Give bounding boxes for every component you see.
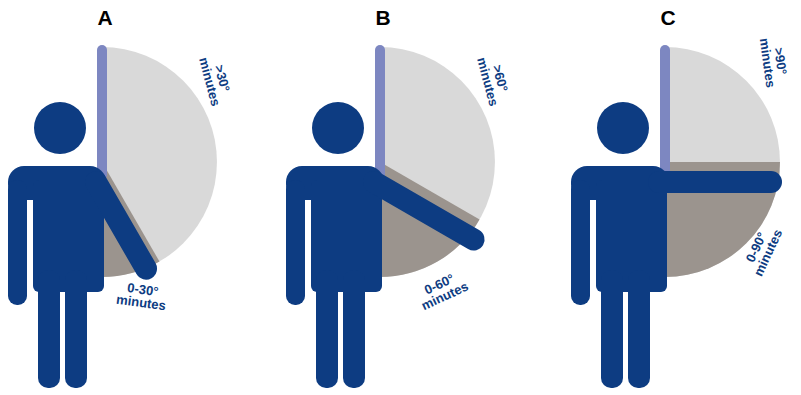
angle-label: 0-60° minutes bbox=[408, 265, 475, 315]
raised-arm bbox=[659, 171, 771, 193]
posture-panel bbox=[286, 45, 495, 388]
posture-panel bbox=[571, 45, 780, 388]
vertical-reference bbox=[375, 45, 385, 180]
angle-label: >30° minutes bbox=[195, 47, 236, 114]
vertical-reference bbox=[97, 45, 107, 180]
raised-arm bbox=[96, 182, 146, 269]
angle-label: >60° minutes bbox=[473, 47, 514, 114]
posture-panel bbox=[8, 45, 217, 388]
person-figure bbox=[571, 102, 771, 388]
angle-label: 0-30° minutes bbox=[109, 279, 174, 313]
panel-letter: B bbox=[375, 6, 390, 30]
panel-letter: C bbox=[660, 6, 675, 30]
vertical-reference bbox=[660, 45, 670, 180]
raised-arm bbox=[374, 182, 474, 240]
panel-letter: A bbox=[97, 6, 112, 30]
angle-label: >90° minutes bbox=[757, 29, 791, 94]
person-figure bbox=[8, 102, 146, 388]
person-figure bbox=[286, 102, 474, 388]
